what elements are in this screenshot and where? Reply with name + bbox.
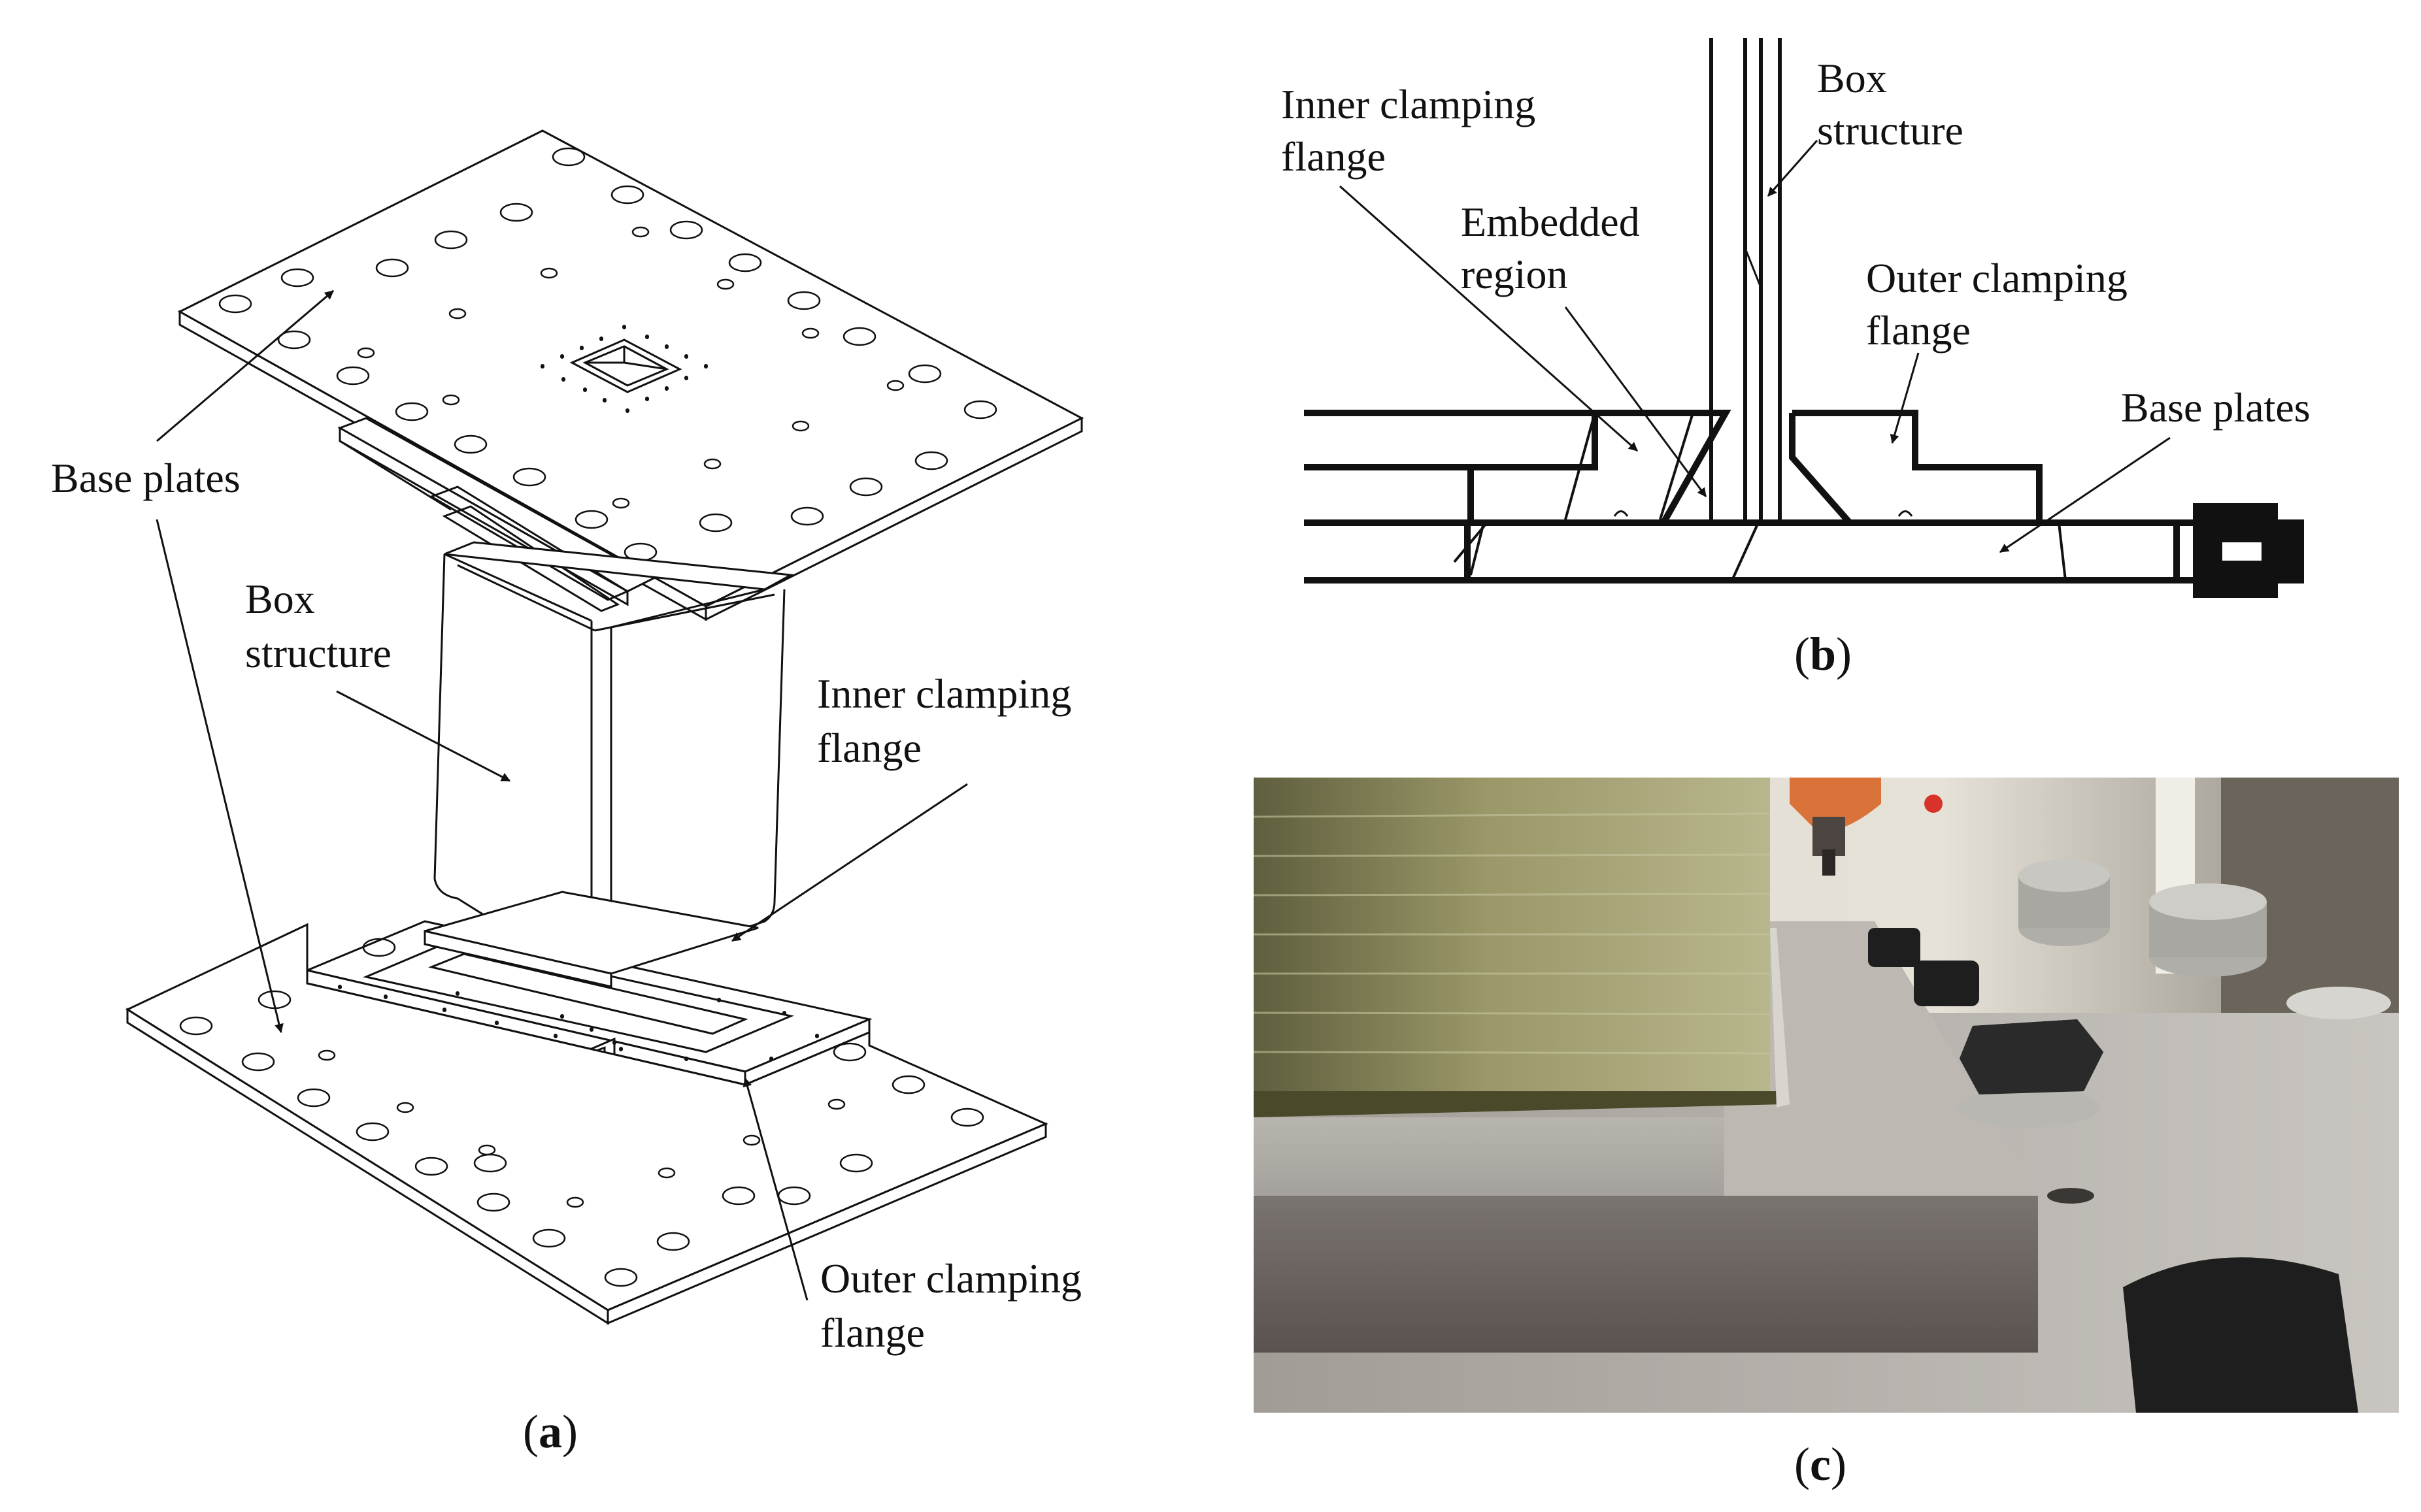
label-box-structure-a-line1: Box (245, 576, 315, 622)
inner-flange-section (1304, 410, 1731, 525)
silver-nuts (2018, 859, 2267, 977)
label-inner-clamping-b-line1: Inner clamping (1281, 81, 1536, 127)
bottom-base-plate (125, 923, 1048, 1325)
label-box-structure-b-line2: structure (1817, 107, 1963, 154)
panel-b: Inner clamping flange Embedded region Bo… (0, 0, 2421, 719)
bolt-section (2173, 503, 2304, 598)
base-plate-section (1304, 464, 2203, 583)
caption-c: (c) (1794, 1438, 1846, 1490)
weld-bead (1770, 928, 1790, 1108)
label-box-structure-b-line1: Box (1817, 55, 1887, 101)
top-plate-center-opening (541, 325, 708, 413)
cross-section-drawing (1304, 38, 2304, 598)
label-inner-clamping-a-line1: Inner clamping (817, 670, 1072, 717)
photo-illustration (1254, 778, 2399, 1413)
outer-flange-section (1789, 410, 2043, 525)
caption-b: (b) (1794, 628, 1852, 680)
label-box-structure-a-line2: structure (245, 630, 392, 676)
label-outer-clamping-b-line1: Outer clamping (1866, 255, 2128, 301)
label-inner-clamping-a-line2: flange (817, 725, 922, 771)
exploded-assembly-drawing (125, 129, 1084, 1325)
label-base-plates-b: Base plates (2121, 384, 2311, 431)
label-outer-clamping-a-line1: Outer clamping (820, 1255, 1082, 1302)
label-embedded-line2: region (1461, 251, 1568, 297)
label-outer-clamping-a-line2: flange (820, 1309, 925, 1356)
panel-a-leader-lines (156, 289, 968, 1301)
panel-c-photo (1254, 778, 2399, 1413)
label-base-plates-a: Base plates (51, 455, 241, 501)
printer-nozzle (1790, 778, 1881, 876)
top-plate-holes (218, 147, 997, 562)
panel-b-leader-lines (1339, 140, 2171, 553)
panel-a: Base plates Box structure Inner clamping… (0, 0, 1177, 1512)
bolt-heads (1868, 928, 2358, 1413)
label-embedded-line1: Embedded (1461, 199, 1640, 245)
label-inner-clamping-b-line2: flange (1281, 133, 1386, 180)
label-outer-clamping-b-line2: flange (1866, 307, 1971, 353)
box-wall-section (1709, 38, 1782, 523)
caption-a: (a) (523, 1405, 578, 1458)
